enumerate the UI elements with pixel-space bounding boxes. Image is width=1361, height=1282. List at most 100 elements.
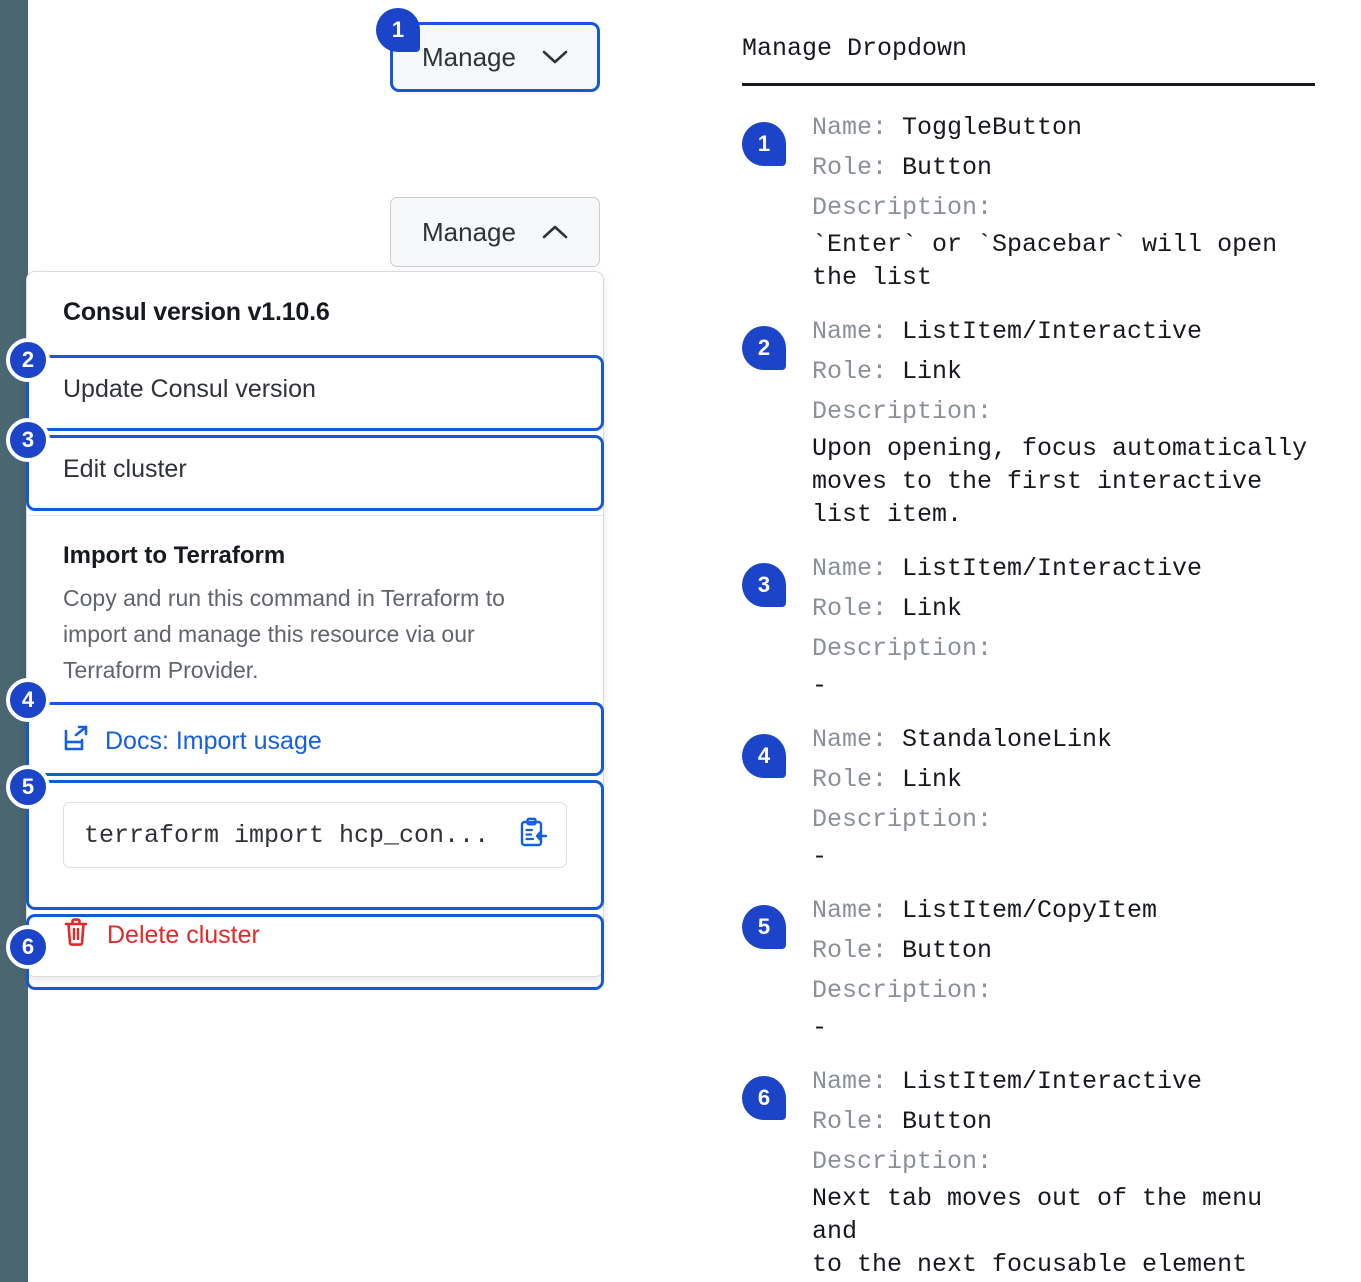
annotation-description-text: Next tab moves out of the menu and to th… [812, 1184, 1263, 1279]
annotation-marker-badge-6: 6 [742, 1076, 786, 1120]
annotation-role-value: Link [902, 357, 963, 386]
import-to-terraform-title: Import to Terraform [63, 542, 286, 569]
annotation-role-line: Role: Link [812, 589, 1202, 629]
manage-toggle-button-closed[interactable]: Manage [390, 22, 600, 92]
marker-badge-1: 1 [376, 8, 420, 52]
marker-badge-3: 3 [6, 418, 50, 462]
marker-badge-4-label: 4 [21, 687, 35, 712]
annotation-role-value: Button [902, 153, 993, 182]
annotation-role-line: Role: Button [812, 931, 1157, 971]
annotation-name-label: Name: [812, 896, 903, 925]
manage-toggle-button-open[interactable]: Manage [390, 197, 600, 267]
annotation-description-label: Description: [812, 1147, 993, 1176]
dropdown-item-delete-cluster[interactable]: Delete cluster [27, 894, 603, 976]
manage-toggle-label-closed: Manage [422, 41, 516, 72]
annotation-name-line: Name: ToggleButton [812, 108, 1277, 148]
annotation-role-label: Role: [812, 765, 903, 794]
annotation-name-value: ListItem/Interactive [902, 1067, 1203, 1096]
terraform-command-copy-box[interactable]: terraform import hcp_con... [63, 802, 567, 868]
annotation-marker-badge-4: 4 [742, 734, 786, 778]
annotation-name-value: ListItem/Interactive [902, 554, 1203, 583]
external-doc-link-icon [63, 724, 89, 759]
left-demo-column: Manage 1 Manage Consul version v1.10.6 U… [6, 8, 604, 990]
annotation-role-label: Role: [812, 1107, 903, 1136]
terraform-command-row: terraform import hcp_con... [27, 780, 603, 894]
delete-cluster-label: Delete cluster [107, 920, 260, 949]
annotation-role-label: Role: [812, 357, 903, 386]
annotation-role-value: Button [902, 1107, 993, 1136]
marker-badge-5: 5 [6, 765, 50, 809]
marker-badge-4: 4 [6, 678, 50, 722]
annotation-marker-cell: 6 [742, 1062, 812, 1120]
marker-badge-1-label: 1 [391, 17, 405, 42]
annotation-marker-cell: 1 [742, 108, 812, 166]
annotation-name-line: Name: ListItem/Interactive [812, 1062, 1322, 1102]
annotation-name-label: Name: [812, 317, 903, 346]
annotation-description-label: Description: [812, 805, 993, 834]
annotation-marker-cell: 3 [742, 549, 812, 607]
marker-badge-3-label: 3 [21, 427, 35, 452]
annotation-description-label: Description: [812, 397, 993, 426]
annotation-role-label: Role: [812, 594, 903, 623]
annotation-name-label: Name: [812, 1067, 903, 1096]
manage-toggle-label-open: Manage [422, 216, 516, 247]
annotation-role-value: Link [902, 594, 963, 623]
annotation-name-label: Name: [812, 554, 903, 583]
annotation-name-value: ListItem/Interactive [902, 317, 1203, 346]
dropdown-item-update-consul-version[interactable]: Update Consul version [27, 349, 603, 429]
marker-badge-2: 2 [6, 338, 50, 382]
left-side-rail [0, 0, 28, 1282]
annotation-description-label: Description: [812, 193, 993, 222]
terraform-command-text: terraform import hcp_con... [84, 820, 490, 850]
annotation-marker-cell: 2 [742, 312, 812, 370]
annotation-description-text: - [812, 842, 828, 871]
annotation-name-line: Name: ListItem/Interactive [812, 312, 1307, 352]
trash-icon [63, 917, 89, 954]
dropdown-item-edit-label: Edit cluster [63, 454, 187, 483]
marker-badge-6: 6 [6, 925, 50, 969]
annotation-description-label: Description: [812, 634, 993, 663]
dropdown-divider [27, 515, 603, 516]
annotation-marker-cell: 5 [742, 891, 812, 949]
annotation-description-text: - [812, 1013, 828, 1042]
annotation-role-value: Link [902, 765, 963, 794]
clipboard-copy-icon[interactable] [518, 817, 548, 854]
annotation-role-value: Button [902, 936, 993, 965]
annotation-marker-badge-3: 3 [742, 563, 786, 607]
marker-badge-2-label: 2 [21, 347, 35, 372]
annotation-name-value: StandaloneLink [902, 725, 1113, 754]
annotation-name-label: Name: [812, 113, 903, 142]
marker-badge-6-label: 6 [21, 934, 35, 959]
annotation-marker-badge-5: 5 [742, 905, 786, 949]
annotation-panel-rule [742, 83, 1315, 86]
docs-import-usage-link[interactable]: Docs: Import usage [27, 702, 603, 780]
annotation-name-line: Name: StandaloneLink [812, 720, 1112, 760]
annotation-role-line: Role: Button [812, 1102, 1322, 1142]
consul-version-header: Consul version v1.10.6 [63, 298, 330, 326]
annotation-name-line: Name: ListItem/Interactive [812, 549, 1202, 589]
annotation-role-label: Role: [812, 153, 903, 182]
annotation-name-label: Name: [812, 725, 903, 754]
annotation-marker-badge-2: 2 [742, 326, 786, 370]
dropdown-item-edit-cluster[interactable]: Edit cluster [27, 429, 603, 509]
annotation-marker-cell: 4 [742, 720, 812, 778]
annotation-description-label: Description: [812, 976, 993, 1005]
annotation-description-text: Upon opening, focus automatically moves … [812, 434, 1308, 529]
annotation-name-line: Name: ListItem/CopyItem [812, 891, 1157, 931]
docs-import-usage-label: Docs: Import usage [105, 726, 322, 755]
marker-badge-5-label: 5 [21, 774, 35, 799]
annotation-marker-badge-1: 1 [742, 122, 786, 166]
